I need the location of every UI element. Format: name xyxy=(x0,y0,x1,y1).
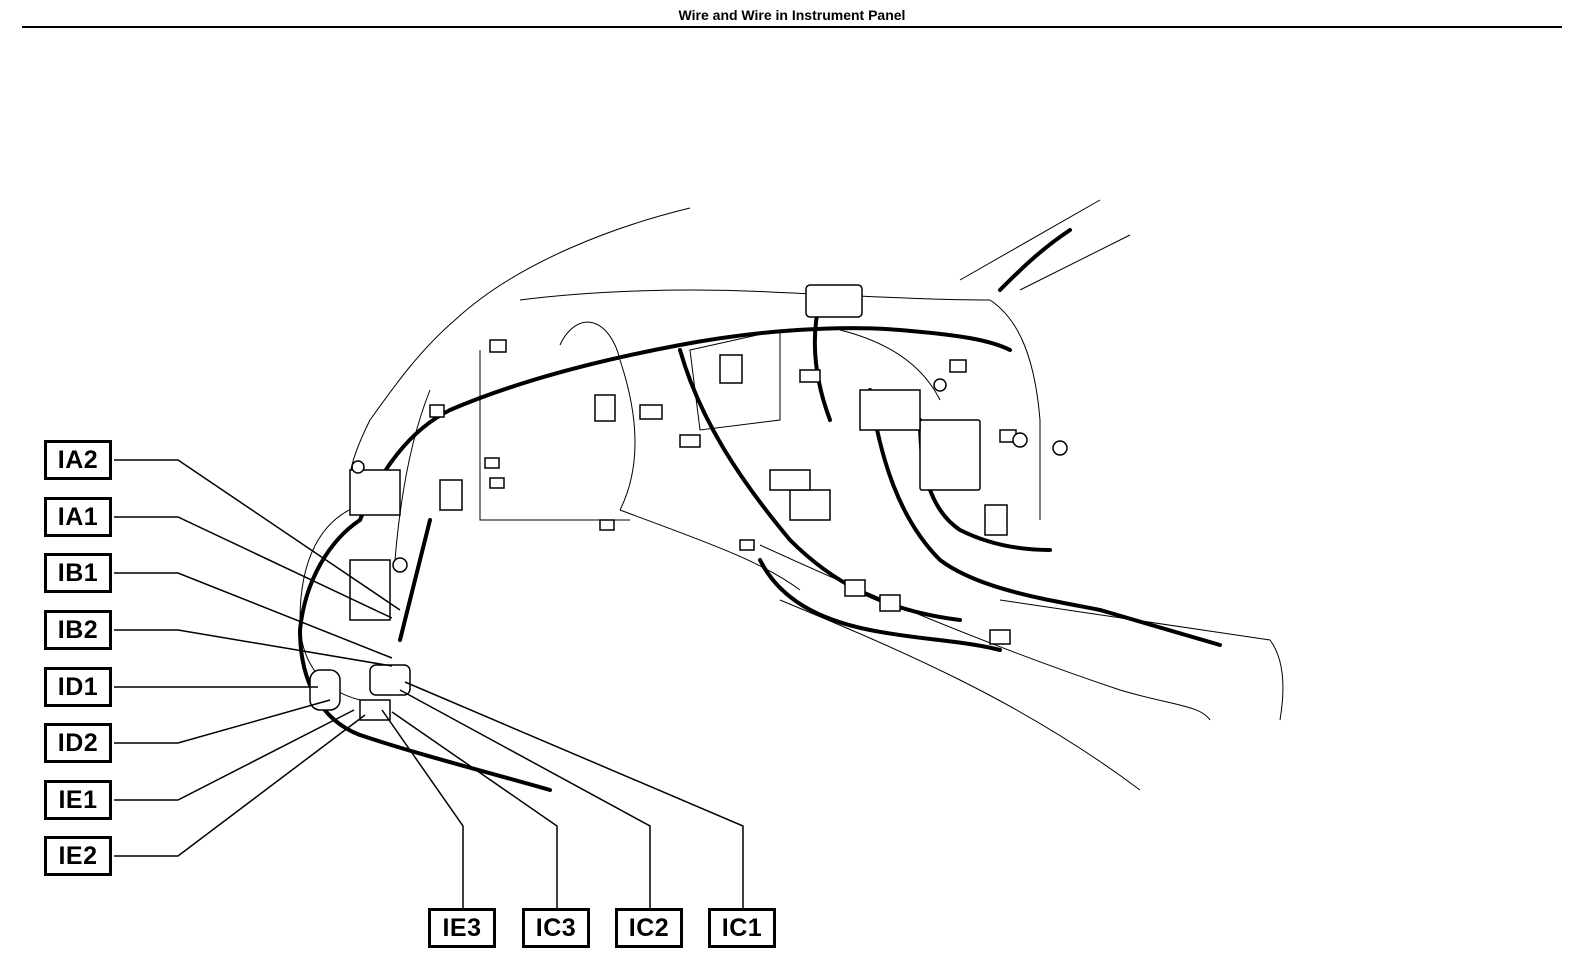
connectors xyxy=(309,284,1068,721)
connector-label-ie2: IE2 xyxy=(44,836,112,876)
connector-label-ie3: IE3 xyxy=(428,908,496,948)
connector-label-ia2: IA2 xyxy=(44,440,112,480)
connector-label-id2: ID2 xyxy=(44,723,112,763)
connector-label-ic1: IC1 xyxy=(708,908,776,948)
leader-lines xyxy=(114,459,744,908)
connector-label-ia1: IA1 xyxy=(44,497,112,537)
connector-label-ic3: IC3 xyxy=(522,908,590,948)
main-harness xyxy=(297,228,1222,792)
connector-label-ic2: IC2 xyxy=(615,908,683,948)
connector-label-id1: ID1 xyxy=(44,667,112,707)
dashboard-outline xyxy=(299,199,1284,791)
connector-label-ib2: IB2 xyxy=(44,610,112,650)
title-rule xyxy=(22,26,1562,28)
connector-label-ie1: IE1 xyxy=(44,780,112,820)
connector-label-ib1: IB1 xyxy=(44,553,112,593)
page-title: Wire and Wire in Instrument Panel xyxy=(678,7,906,23)
